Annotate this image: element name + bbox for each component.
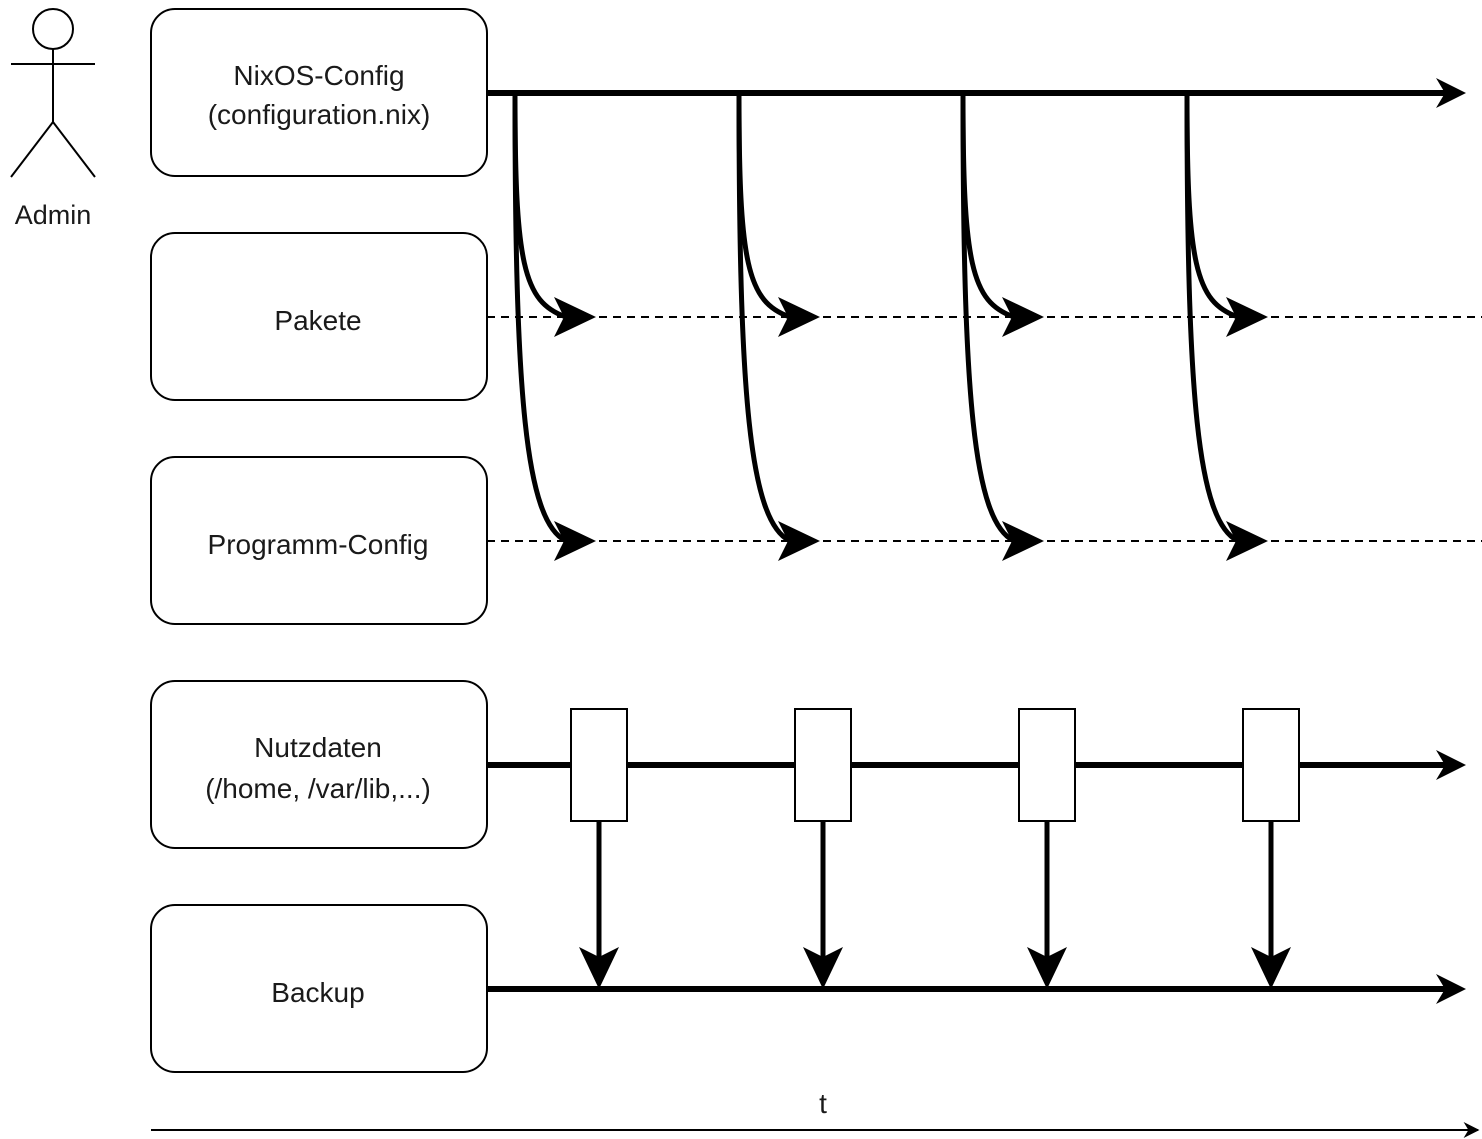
arrowhead-icon xyxy=(1002,521,1044,561)
lane-label-nixos-config-line2: (configuration.nix) xyxy=(208,99,431,130)
lane-label-nutzdaten-line2: (/home, /var/lib,...) xyxy=(205,773,431,804)
lane-label-pakete: Pakete xyxy=(274,305,361,336)
config-to-pakete-arrow xyxy=(960,92,1044,337)
lane-box-nutzdaten: Nutzdaten (/home, /var/lib,...) xyxy=(150,680,488,849)
lane-label-programm-config: Programm-Config xyxy=(208,529,429,560)
stick-figure-icon xyxy=(10,8,96,178)
time-axis-label: t xyxy=(819,1088,827,1119)
config-to-programm-config-arrow xyxy=(1184,92,1268,561)
arrowhead-icon xyxy=(554,297,596,337)
arrowhead-icon xyxy=(579,947,619,989)
snapshot-box xyxy=(794,708,852,822)
arrowhead-icon xyxy=(1027,947,1067,989)
snapshot-box xyxy=(1018,708,1076,822)
arrowhead-icon xyxy=(778,297,820,337)
snapshot-event xyxy=(794,708,852,989)
arrowhead-icon xyxy=(1226,521,1268,561)
arrowhead-icon xyxy=(1226,297,1268,337)
config-to-pakete-arrow xyxy=(1184,92,1268,337)
arrowhead-icon xyxy=(778,521,820,561)
lane-box-nixos-config: NixOS-Config (configuration.nix) xyxy=(150,8,488,177)
snapshot-box xyxy=(1242,708,1300,822)
lane-box-pakete: Pakete xyxy=(150,232,488,401)
snapshot-event xyxy=(1018,708,1076,989)
config-to-programm-config-arrow xyxy=(960,92,1044,561)
time-axis: t xyxy=(151,1088,1480,1138)
config-to-programm-config-arrow xyxy=(736,92,820,561)
admin-actor: Admin xyxy=(10,8,96,230)
arrowhead-icon xyxy=(554,521,596,561)
snapshot-box xyxy=(570,708,628,822)
lane-box-backup: Backup xyxy=(150,904,488,1073)
snapshot-event xyxy=(1242,708,1300,989)
snapshot-event xyxy=(570,708,628,989)
config-to-pakete-arrow xyxy=(512,92,596,337)
config-deployment-flows xyxy=(512,92,1268,561)
arrowhead-icon xyxy=(1002,297,1044,337)
admin-label: Admin xyxy=(15,200,92,230)
config-to-programm-config-arrow xyxy=(512,92,596,561)
lane-label-nixos-config-line1: NixOS-Config xyxy=(233,60,404,91)
config-to-pakete-arrow xyxy=(736,92,820,337)
lane-label-backup: Backup xyxy=(271,977,364,1008)
arrowhead-icon xyxy=(1251,947,1291,989)
arrowhead-icon xyxy=(803,947,843,989)
lane-box-programm-config: Programm-Config xyxy=(150,456,488,625)
snapshot-events xyxy=(570,708,1300,989)
lane-label-nutzdaten-line1: Nutzdaten xyxy=(254,732,382,763)
